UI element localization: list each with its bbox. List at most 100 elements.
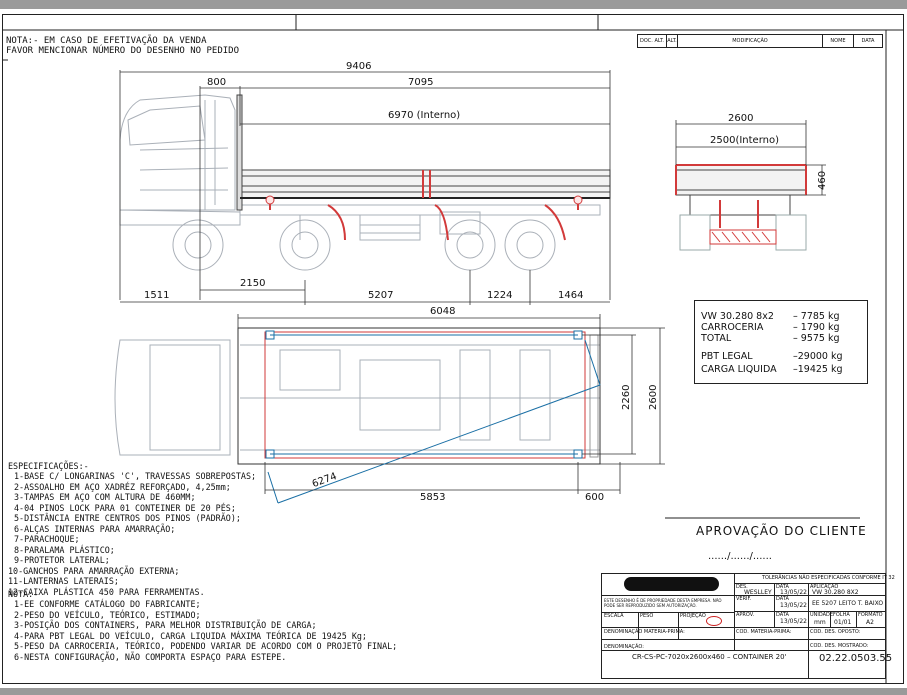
rev-doc-alt: DOC. ALT. [638, 35, 667, 47]
dim-axle-spread: 1224 [487, 290, 513, 301]
aprov-label: APROV. [736, 612, 755, 618]
top-dim-b: 600 [585, 492, 605, 503]
weight-value: – 1790 kg [793, 322, 840, 333]
top-view-body [237, 327, 601, 465]
revision-table: DOC. ALT. ALT. MODIFICAÇÃO NOME DATA [637, 34, 883, 48]
spec-item: 2-ASSOALHO EM AÇO XADRÉZ REFORÇADO, 4,25… [14, 481, 231, 492]
verif-label: VERIF. [736, 596, 752, 602]
weight-value: – 9575 kg [793, 333, 840, 344]
rev-nome: NOME [823, 35, 854, 47]
spec-item: 7-PARACHOQUE; [14, 534, 80, 544]
top-dim-length: 6048 [430, 306, 456, 317]
notes-list: 1-EE CONFORME CATÁLOGO DO FABRICANTE; 2-… [14, 599, 397, 662]
weight-value: –19425 kg [793, 364, 843, 375]
projection-symbol-icon [706, 616, 722, 626]
rev-data: DATA [861, 38, 875, 44]
dim-wheelbase: 5207 [368, 290, 394, 301]
title-block: ESTE DESENHO É DE PROPRIEDADE DESTA EMPR… [601, 573, 895, 679]
dim-a: 2150 [240, 278, 266, 289]
note-item: 4-PARA PBT LEGAL DO VEÍCULO, CARGA LIQUI… [14, 630, 367, 641]
cod-oposto-label: COD. DES. OPOSTO: [810, 629, 861, 635]
top-dim-inner-w: 2260 [621, 384, 632, 410]
dim-internal: 6970 (Interno) [388, 110, 461, 121]
approval-date: ....../....../...... [708, 551, 772, 562]
rear-dim-internal: 2500(Interno) [710, 135, 780, 146]
rear-view [675, 164, 807, 251]
denominacao-value: CR-CS-PC-7020x2600x460 – CONTAINER 20' [632, 653, 787, 661]
cod-mp-label: COD. MATERIA-PRIMA: [736, 629, 792, 635]
data-label-1: DATA [776, 584, 789, 590]
side-view-truck [119, 94, 601, 271]
date-1: 13/05/22 [780, 589, 807, 596]
note-item: 5-PESO DA CARROCERIA, TEÓRICO, PODENDO V… [14, 641, 398, 651]
denom-mp-label: DENOMINAÇÃO MATERIA-PRIMA: [604, 629, 685, 635]
spec-item: 1-BASE C/ LONGARINAS 'C', TRAVESSAS SOBR… [14, 471, 257, 481]
data-label-2: DATA [776, 596, 789, 602]
spec-item: 4-04 PINOS LOCK PARA 01 CONTEINER DE 20 … [14, 502, 236, 513]
weight-value: – 7785 kg [793, 311, 840, 322]
note-top-line2: FAVOR MENCIONAR NÚMERO DO DESENHO NO PED… [6, 46, 239, 56]
notes-title: NOTA:- [8, 589, 39, 599]
folha-label: FOLHA [833, 612, 850, 618]
spec-item: 3-TAMPAS EM AÇO COM ALTURA DE 460MM; [14, 492, 196, 502]
specs-title: ESPECIFICAÇÕES:- [8, 461, 89, 471]
bottom-gray-band [0, 688, 907, 695]
spec-item: 6-ALÇAS INTERNAS PARA AMARRAÇÃO; [14, 523, 176, 534]
aplicacao-value: VW 30.280 8X2 [812, 589, 859, 596]
dim-rear-overhang: 1464 [558, 290, 584, 301]
note-item: 6-NESTA CONFIGURAÇÃO, NÃO COMPORTA ESPAÇ… [14, 651, 287, 662]
date-3: 13/05/22 [780, 618, 807, 625]
specs-list: 1-BASE C/ LONGARINAS 'C', TRAVESSAS SOBR… [8, 471, 257, 597]
side-view-body [236, 94, 611, 211]
rear-dim-height: 460 [817, 170, 828, 190]
designer-name: WESLLEY [744, 589, 772, 596]
weight-label: PBT LEGAL [701, 351, 753, 362]
note-top-line1: NOTA:- EM CASO DE EFETIVAÇÃO DA VENDA [6, 36, 207, 46]
spec-item: 9-PROTETOR LATERAL; [14, 555, 110, 565]
formato-value: A2 [866, 619, 874, 626]
weight-label: CARROCERIA [701, 322, 764, 333]
chassis-value: EE 5207 LEITO T. BAIXO [812, 600, 884, 607]
drawing-frame [2, 14, 904, 684]
spec-item: 10-GANCHOS PARA AMARRAÇÃO EXTERNA; [8, 565, 180, 576]
dim-body: 7095 [408, 77, 434, 88]
unidade-label: UNIDADE [810, 612, 834, 618]
rev-modificacao: MODIFICAÇÃO [678, 35, 823, 47]
weight-label: VW 30.280 8x2 [701, 311, 774, 322]
dim-front-overhang: 1511 [144, 290, 170, 301]
escala-label: ESCALA [604, 613, 624, 619]
top-view-truck [114, 339, 600, 456]
weight-label: CARGA LIQUIDA [701, 364, 777, 375]
spec-item: 11-LANTERNAS LATERAIS; [8, 576, 119, 586]
drawing-number: 02.22.0503.55 [819, 653, 893, 664]
spec-item: 8-PARALAMA PLÁSTICO; [14, 544, 115, 555]
note-item: 3-POSIÇÃO DOS CONTAINERS, PARA MELHOR DI… [14, 620, 317, 630]
formato-label: FORMATO [858, 612, 883, 618]
dim-overall: 9406 [346, 61, 372, 72]
top-gray-band [0, 0, 907, 9]
denom-label: DENOMINAÇÃO: [604, 644, 644, 650]
company-logo [624, 577, 719, 591]
spec-item: 5-DISTÂNCIA ENTRE CENTROS DOS PINOS (PAD… [14, 513, 241, 523]
data-label-3: DATA [776, 612, 789, 618]
approval-title: APROVAÇÃO DO CLIENTE [696, 524, 867, 538]
aplicacao-label: APLICAÇÃO [810, 584, 839, 590]
top-dim-outer-w: 2600 [648, 384, 659, 410]
rev-alt: ALT. [667, 35, 678, 47]
legal-text: ESTE DESENHO É DE PROPRIEDADE DESTA EMPR… [604, 598, 722, 608]
weights-box: VW 30.280 8x2 – 7785 kg CARROCERIA – 1790 … [694, 300, 868, 384]
top-dim-a: 5853 [420, 492, 446, 503]
folha-value: 01/01 [834, 619, 852, 626]
rear-dim-width: 2600 [728, 113, 754, 124]
note-item: 2-PESO DO VEÍCULO, TEÓRICO, ESTIMADO; [14, 609, 201, 620]
des-label: DES. [736, 584, 748, 590]
projecao-label: PROJEÇÃO [680, 613, 706, 619]
peso-label: PESO [640, 613, 654, 619]
date-2: 13/05/22 [780, 602, 807, 609]
spec-item: 12-CAIXA PLÁSTICA 450 PARA FERRAMENTAS. [8, 586, 205, 597]
dim-front: 800 [207, 77, 227, 88]
unidade-value: mm [814, 619, 826, 626]
weight-label: TOTAL [701, 333, 732, 344]
note-item: 1-EE CONFORME CATÁLOGO DO FABRICANTE; [14, 599, 201, 609]
